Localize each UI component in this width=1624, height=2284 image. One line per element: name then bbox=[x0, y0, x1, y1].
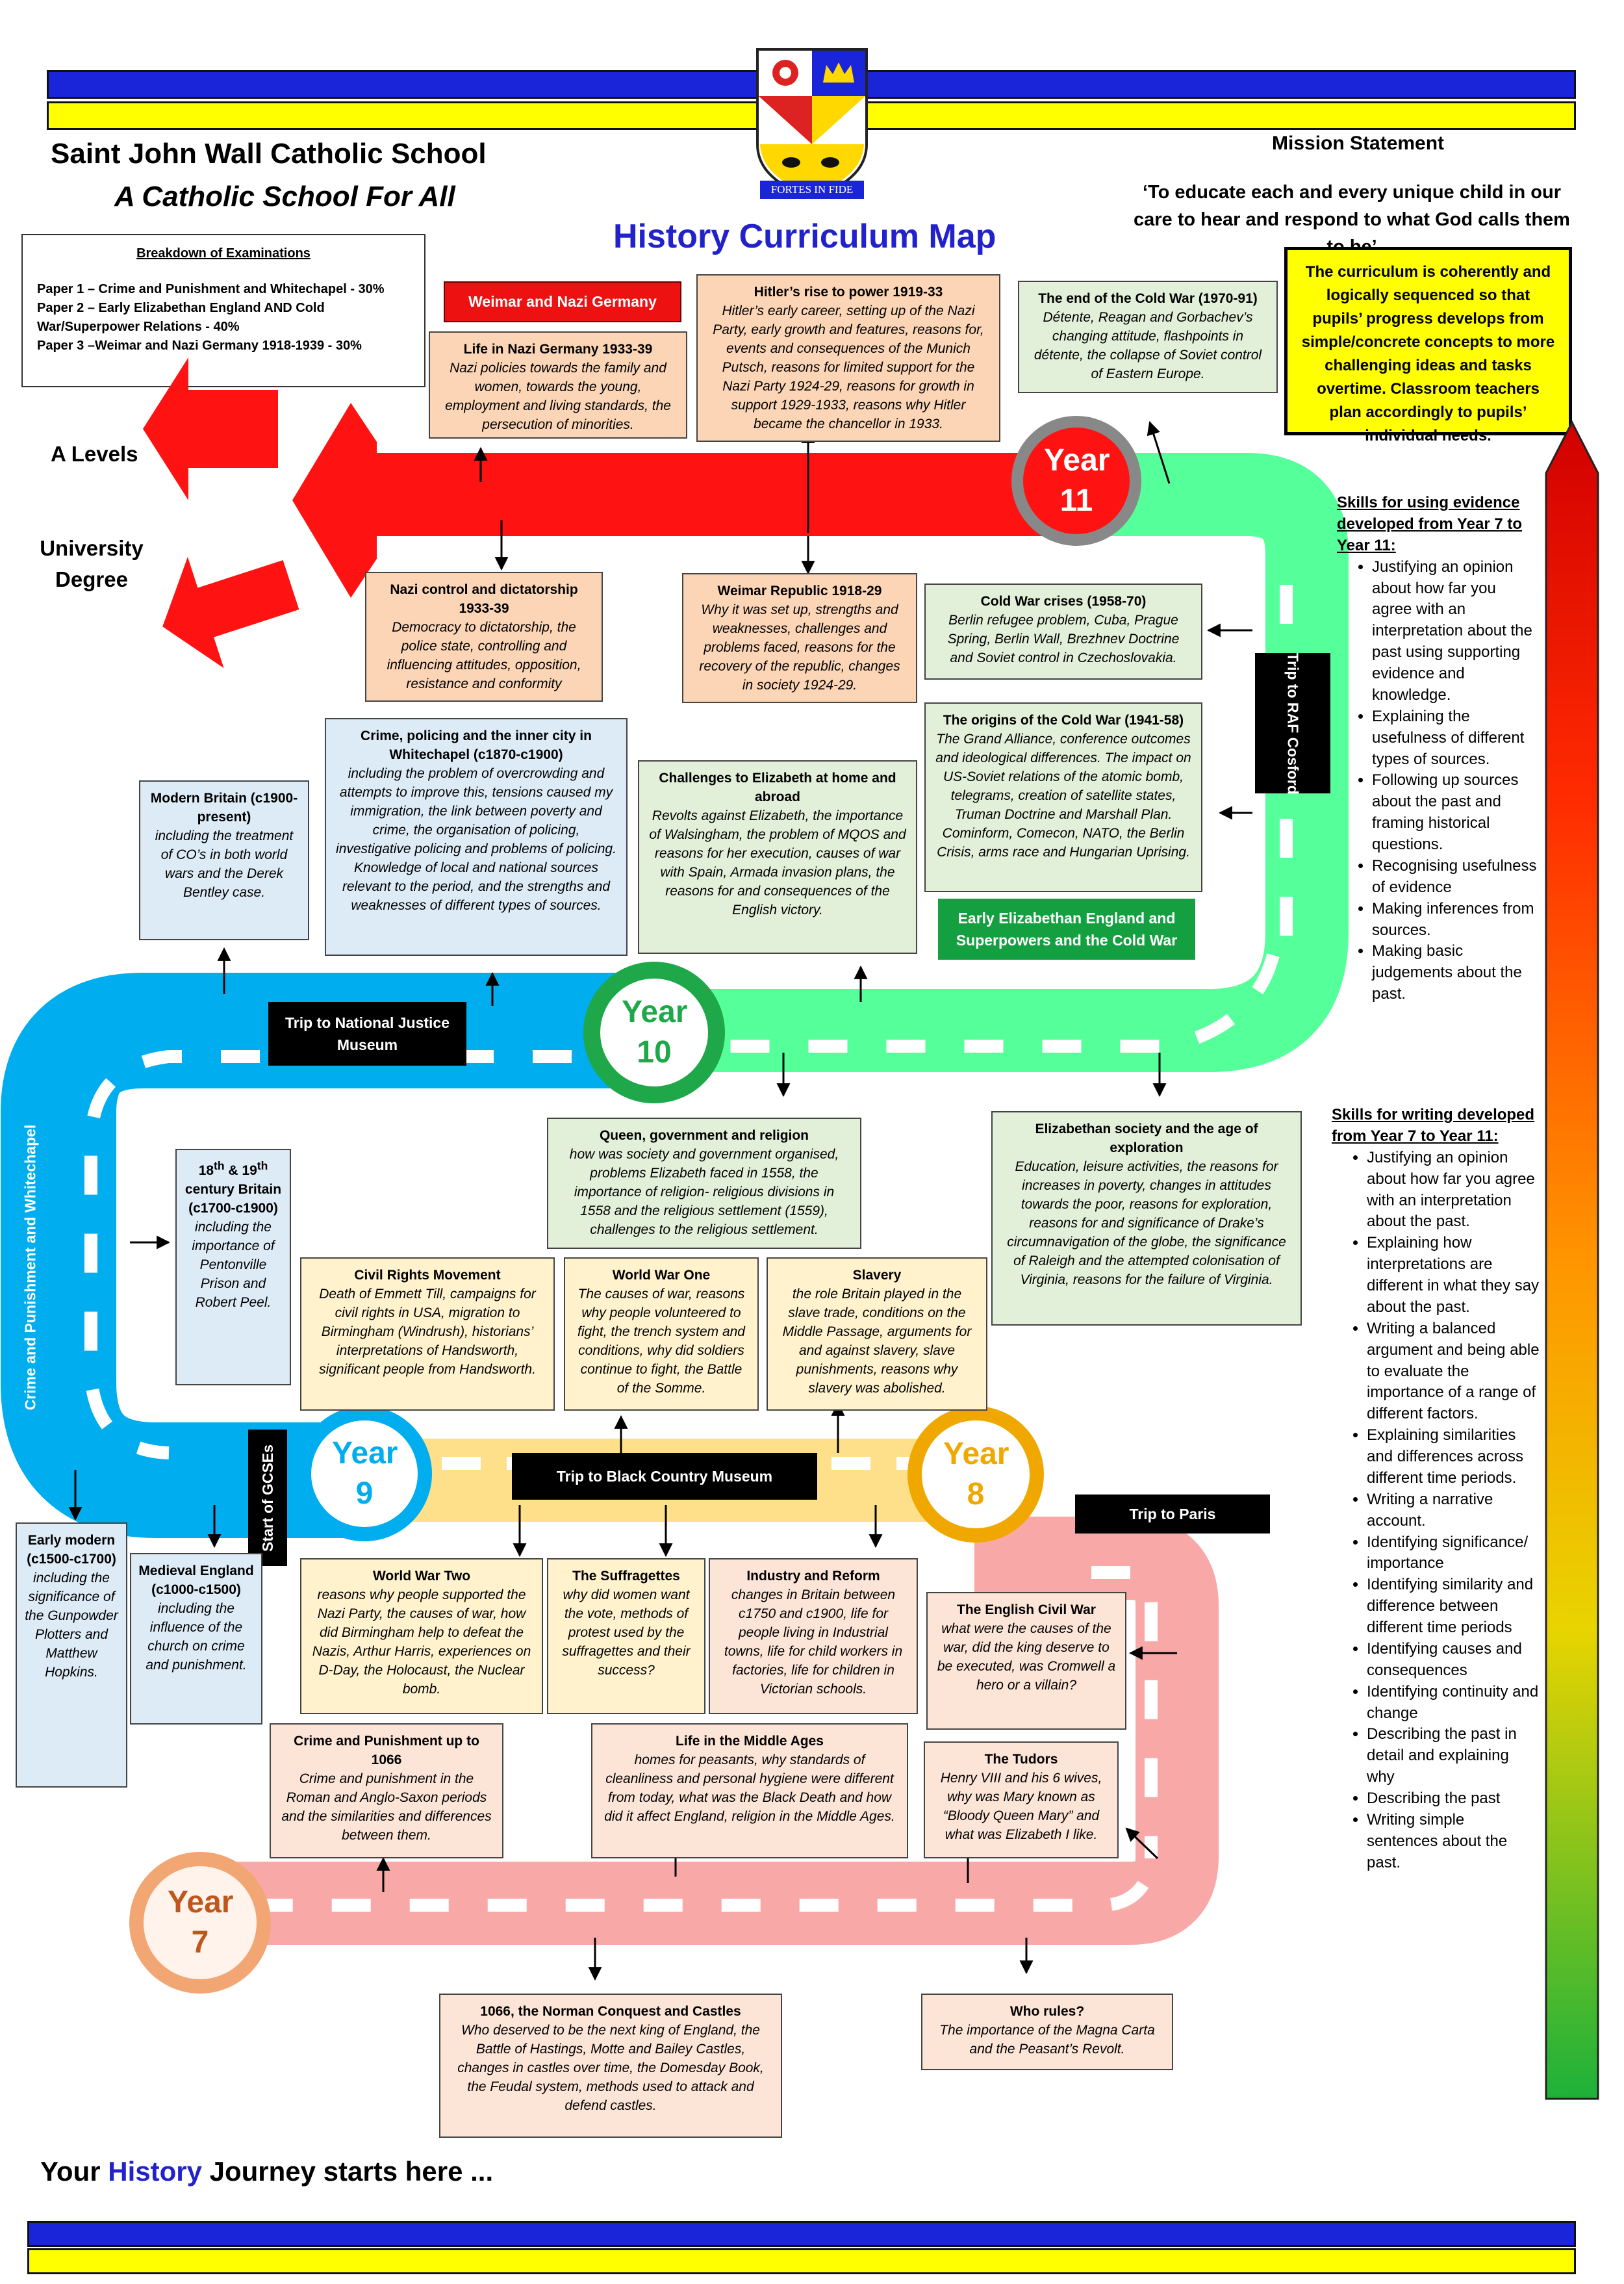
exam-paper-2: Paper 2 – Early Elizabethan England AND … bbox=[37, 301, 325, 334]
skills-evidence-item: Recognising usefulness of evidence bbox=[1372, 856, 1540, 899]
road-green-segment bbox=[656, 453, 1349, 1072]
topic-world-war-two: World War Two reasons why people support… bbox=[300, 1558, 543, 1714]
curriculum-note: The curriculum is coherently and logical… bbox=[1284, 247, 1572, 444]
topic-world-war-one: World War One The causes of war, reasons… bbox=[564, 1257, 759, 1411]
skills-writing-list: Skills for writing developed from Year 7… bbox=[1332, 1105, 1540, 1874]
topic-queen-government-religion: Queen, government and religion how was s… bbox=[547, 1118, 861, 1249]
year-11-label: Year 11 bbox=[1044, 443, 1110, 518]
year-9-marker: Year 9 bbox=[297, 1406, 432, 1541]
topic-english-civil-war: The English Civil War what were the caus… bbox=[926, 1592, 1126, 1730]
bottom-yellow-band bbox=[27, 2248, 1576, 2274]
tag-start-of-gcses: Start of GCSEs bbox=[248, 1430, 287, 1566]
year-11-marker: Year 11 bbox=[1011, 416, 1141, 546]
year-7-marker: Year 7 bbox=[129, 1852, 271, 1994]
tag-trip-to-paris: Trip to Paris bbox=[1075, 1495, 1270, 1533]
topic-crime-punishment-1066: Crime and Punishment up to 1066 Crime an… bbox=[270, 1723, 503, 1858]
topic-the-tudors: The Tudors Henry VIII and his 6 wives, w… bbox=[924, 1741, 1119, 1858]
tag-trip-national-justice-museum: Trip to National Justice Museum bbox=[268, 1002, 466, 1066]
tag-trip-black-country-museum: Trip to Black Country Museum bbox=[512, 1453, 817, 1500]
tag-trip-raf-cosford: Trip to RAF Cosford bbox=[1255, 652, 1330, 794]
topic-industry-and-reform: Industry and Reform changes in Britain b… bbox=[709, 1558, 918, 1714]
topic-civil-rights-movement: Civil Rights Movement Death of Emmett Ti… bbox=[300, 1257, 555, 1411]
skills-writing-item: Identifying similarity and difference be… bbox=[1367, 1574, 1540, 1639]
year-10-label: Year 10 bbox=[622, 994, 688, 1070]
topic-18th-19th-century-britain: 18th & 19th century Britain (c1700-c1900… bbox=[175, 1149, 291, 1385]
topic-challenges-to-elizabeth: Challenges to Elizabeth at home and abro… bbox=[638, 760, 917, 954]
page-title: History Curriculum Map bbox=[613, 218, 996, 255]
skills-writing-item: Writing a balanced argument and being ab… bbox=[1367, 1318, 1540, 1425]
road-blue-segment bbox=[1, 973, 656, 1538]
topic-cold-war-crises: Cold War crises (1958-70) Berlin refugee… bbox=[924, 584, 1202, 680]
skills-evidence-item: Following up sources about the past and … bbox=[1372, 770, 1540, 856]
university-arrow bbox=[162, 557, 299, 669]
skills-writing-item: Justifying an opinion about how far you … bbox=[1367, 1148, 1540, 1233]
topic-elizabethan-society: Elizabethan society and the age of explo… bbox=[991, 1111, 1302, 1326]
skills-evidence-heading: Skills for using evidence developed from… bbox=[1337, 494, 1522, 554]
exams-box: Breakdown of Examinations Paper 1 – Crim… bbox=[21, 234, 425, 387]
school-name: Saint John Wall Catholic School bbox=[51, 138, 487, 170]
year-10-marker: Year 10 bbox=[583, 962, 725, 1103]
topic-origins-cold-war: The origins of the Cold War (1941-58) Th… bbox=[924, 702, 1202, 892]
year-7-label: Year 7 bbox=[168, 1884, 234, 1960]
school-crest bbox=[756, 48, 868, 199]
tag-weimar-nazi-germany: Weimar and Nazi Germany bbox=[444, 281, 681, 322]
topic-whitechapel: Crime, policing and the inner city in Wh… bbox=[325, 718, 628, 956]
topic-who-rules: Who rules? The importance of the Magna C… bbox=[921, 1994, 1173, 2070]
skills-evidence-list: Skills for using evidence developed from… bbox=[1337, 493, 1540, 1005]
a-levels-arrow bbox=[143, 357, 278, 500]
skills-writing-item: Explaining how interpretations are diffe… bbox=[1367, 1233, 1540, 1318]
school-motto: FORTES IN FIDE bbox=[760, 181, 864, 199]
journey-start-text: Your History Journey starts here ... bbox=[40, 2156, 494, 2187]
skills-writing-item: Identifying causes and consequences bbox=[1367, 1639, 1540, 1682]
bottom-blue-band bbox=[27, 2221, 1576, 2247]
connector-arrows bbox=[68, 420, 1252, 1981]
topic-life-in-nazi-germany: Life in Nazi Germany 1933-39 Nazi polici… bbox=[429, 331, 687, 439]
topic-medieval-england: Medieval England (c1000-c1500) including… bbox=[130, 1553, 262, 1725]
year-8-label: Year 8 bbox=[943, 1436, 1009, 1511]
topic-nazi-control-dictatorship: Nazi control and dictatorship 1933-39 De… bbox=[365, 572, 603, 702]
topic-end-of-cold-war: The end of the Cold War (1970-91) Détent… bbox=[1018, 281, 1278, 393]
skills-evidence-item: Explaining the usefulness of different t… bbox=[1372, 706, 1540, 771]
mission-heading: Mission Statement bbox=[1272, 133, 1445, 154]
exams-heading: Breakdown of Examinations bbox=[136, 246, 311, 261]
topic-hitler-rise-to-power: Hitler’s rise to power 1919-33 Hitler’s … bbox=[696, 274, 1000, 442]
skills-writing-item: Explaining similarities and differences … bbox=[1367, 1425, 1540, 1489]
topic-weimar-republic: Weimar Republic 1918-29 Why it was set u… bbox=[682, 573, 917, 703]
topic-life-in-middle-ages: Life in the Middle Ages homes for peasan… bbox=[591, 1723, 908, 1858]
topic-slavery: Slavery the role Britain played in the s… bbox=[767, 1257, 987, 1411]
skills-writing-heading: Skills for writing developed from Year 7… bbox=[1332, 1106, 1535, 1145]
skills-writing-item: Writing simple sentences about the past. bbox=[1367, 1810, 1540, 1874]
tag-crime-punishment-whitechapel: Crime and Punishment and Whitechapel bbox=[9, 1105, 52, 1430]
skills-writing-item: Identifying significance/ importance bbox=[1367, 1532, 1540, 1575]
skills-writing-item: Identifying continuity and change bbox=[1367, 1682, 1540, 1725]
a-levels-label: A Levels bbox=[51, 442, 138, 466]
skills-writing-item: Describing the past in detail and explai… bbox=[1367, 1724, 1540, 1788]
skills-writing-item: Writing a narrative account. bbox=[1367, 1489, 1540, 1532]
topic-suffragettes: The Suffragettes why did women want the … bbox=[547, 1558, 705, 1714]
progression-bar bbox=[1545, 420, 1599, 2100]
skills-writing-item: Describing the past bbox=[1367, 1788, 1540, 1810]
topic-norman-conquest: 1066, the Norman Conquest and Castles Wh… bbox=[439, 1994, 782, 2138]
tag-elizabethan-cold-war: Early Elizabethan England and Superpower… bbox=[938, 899, 1195, 960]
topic-modern-britain: Modern Britain (c1900-present) including… bbox=[139, 780, 309, 940]
skills-evidence-item: Justifying an opinion about how far you … bbox=[1372, 557, 1540, 706]
year-8-marker: Year 8 bbox=[907, 1406, 1044, 1543]
a-levels-arrow-head bbox=[292, 403, 377, 598]
university-label: University Degree bbox=[40, 536, 144, 591]
exam-paper-3: Paper 3 –Weimar and Nazi Germany 1918-19… bbox=[37, 339, 362, 353]
skills-evidence-item: Making inferences from sources. bbox=[1372, 899, 1540, 942]
year-9-label: Year 9 bbox=[332, 1435, 398, 1511]
exam-paper-1: Paper 1 – Crime and Punishment and White… bbox=[37, 282, 385, 296]
skills-evidence-item: Making basic judgements about the past. bbox=[1372, 941, 1540, 1005]
school-tagline: A Catholic School For All bbox=[114, 181, 455, 212]
topic-early-modern: Early modern (c1500-c1700) including the… bbox=[16, 1522, 127, 1788]
road-pink-segment bbox=[201, 1517, 1219, 1945]
